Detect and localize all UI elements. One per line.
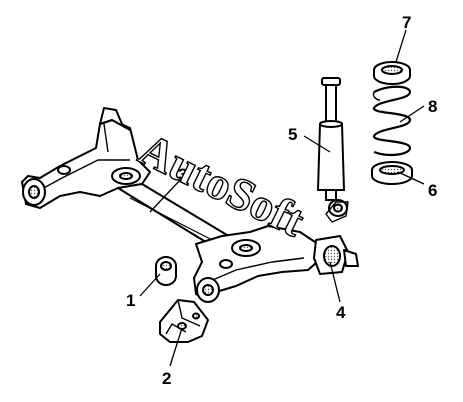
- callout-6: 6: [428, 181, 437, 200]
- callout-3: 3: [178, 165, 187, 184]
- bushing: [155, 256, 177, 286]
- callout-2: 2: [162, 369, 171, 388]
- leader-lines: [139, 29, 425, 367]
- upper-spring-seat: [373, 61, 411, 85]
- watermark: AutoSoft: [132, 123, 313, 246]
- callout-1: 1: [126, 291, 135, 310]
- callout-4: 4: [336, 303, 346, 322]
- lower-spring-seat: [371, 161, 413, 185]
- callout-7: 7: [402, 13, 411, 32]
- callout-labels: 1 2 3 4 5 6 7 8: [126, 13, 437, 388]
- left-bracket: [99, 107, 131, 131]
- rear-axle-beam: [21, 107, 359, 303]
- callout-8: 8: [428, 97, 437, 116]
- coil-spring: [372, 85, 412, 157]
- stub-axle: [343, 249, 359, 267]
- right-trailing-arm: [193, 225, 325, 301]
- callout-5: 5: [288, 125, 297, 144]
- mounting-bracket: [159, 299, 209, 343]
- left-trailing-arm: [21, 119, 151, 209]
- shock-absorber: [316, 77, 346, 201]
